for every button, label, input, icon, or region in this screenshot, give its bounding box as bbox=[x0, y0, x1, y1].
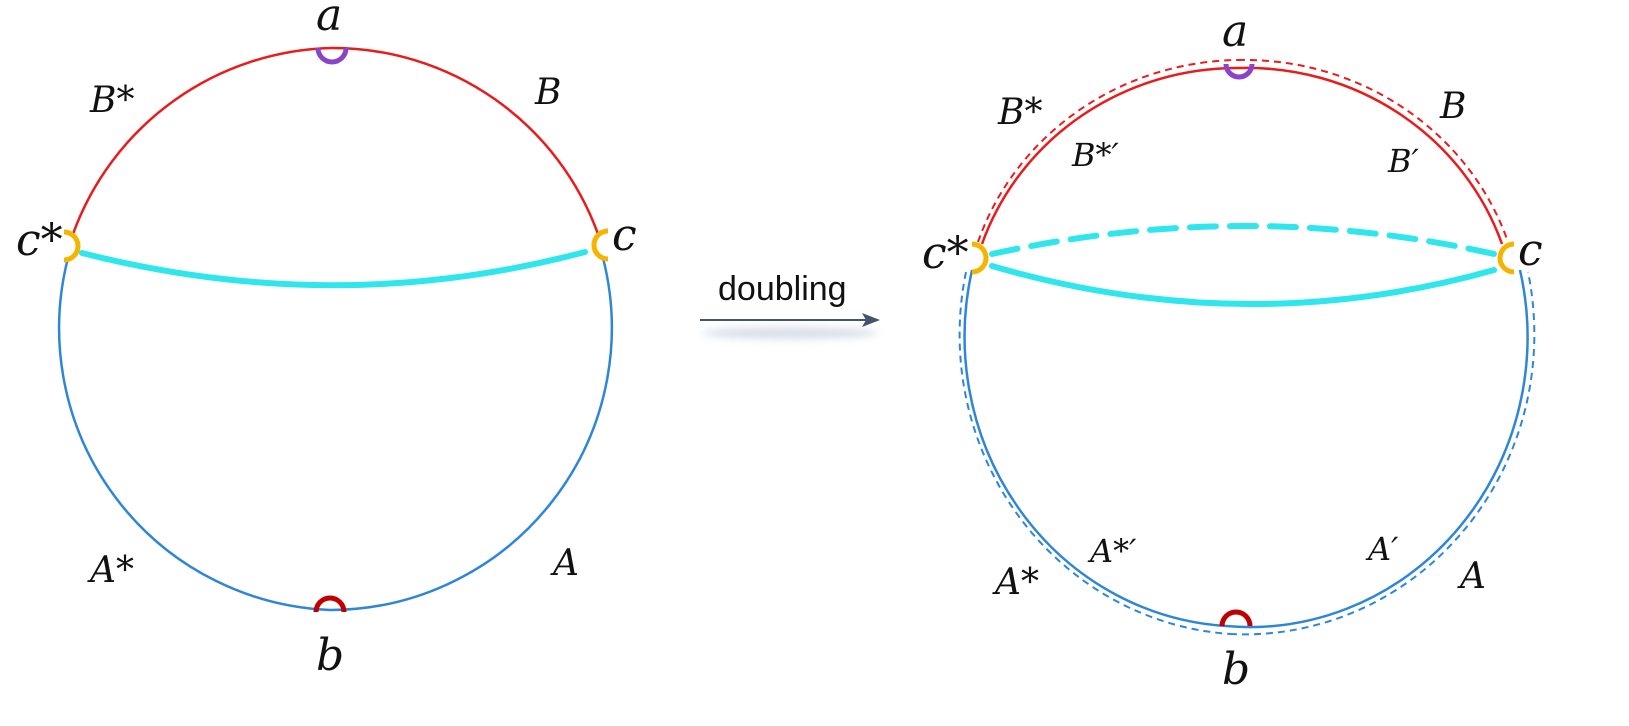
right-arc-B-star-prime bbox=[980, 66, 1241, 245]
right-label-a: a bbox=[1222, 6, 1248, 57]
left-label-c-star: c* bbox=[16, 215, 63, 266]
left-arc-A bbox=[329, 257, 614, 612]
right-label-A: A bbox=[1457, 556, 1486, 597]
doubling-arrow: doubling bbox=[700, 270, 880, 339]
left-arc-B bbox=[331, 46, 600, 235]
right-label-B-prime: B′ bbox=[1387, 142, 1420, 180]
right-label-c: c bbox=[1518, 225, 1543, 276]
left-label-B: B bbox=[534, 72, 561, 113]
right-node-c-marker bbox=[1497, 241, 1515, 275]
right-label-b: b bbox=[1222, 644, 1250, 695]
right-arc-B-prime bbox=[1239, 66, 1504, 245]
left-node-a-marker bbox=[315, 47, 349, 65]
left-label-a: a bbox=[316, 0, 342, 41]
right-arc-B-dashed bbox=[1237, 58, 1509, 243]
left-label-b: b bbox=[316, 630, 344, 681]
left-node-b-marker bbox=[313, 595, 347, 613]
left-diagram: a b c c* B B* A A* bbox=[16, 0, 637, 681]
right-node-a-marker bbox=[1223, 63, 1255, 80]
left-label-A-star: A* bbox=[87, 550, 134, 591]
right-diagram: a b c c* B B* B′ B*′ A A* A′ A*′ bbox=[922, 6, 1543, 695]
right-label-A-star-prime: A*′ bbox=[1087, 532, 1137, 570]
right-node-c-star-marker bbox=[971, 241, 989, 275]
right-arc-B-star-dashed bbox=[977, 59, 1239, 243]
arrow-label: doubling bbox=[718, 270, 847, 308]
right-node-b-marker bbox=[1219, 609, 1253, 627]
right-label-A-star: A* bbox=[992, 562, 1039, 603]
left-cyan-chord bbox=[79, 249, 588, 289]
left-node-c-star-marker bbox=[63, 229, 81, 263]
right-arc-A-star-dashed bbox=[958, 271, 1231, 635]
left-arc-A-star bbox=[57, 257, 331, 612]
right-arc-A-dashed bbox=[1229, 271, 1536, 636]
left-label-A: A bbox=[550, 543, 579, 584]
right-arc-A-prime bbox=[1225, 269, 1529, 629]
right-arc-A-star-prime bbox=[963, 269, 1227, 628]
right-label-B-star: B* bbox=[997, 92, 1042, 133]
right-cyan-chord-dashed bbox=[989, 223, 1497, 257]
left-arc-B-star bbox=[71, 46, 333, 235]
arrow-shadow bbox=[702, 327, 878, 339]
left-label-c: c bbox=[612, 210, 637, 261]
left-label-B-star: B* bbox=[89, 80, 134, 121]
right-label-A-prime: A′ bbox=[1365, 530, 1399, 568]
right-label-c-star: c* bbox=[922, 228, 969, 279]
right-label-B-star-prime: B*′ bbox=[1071, 136, 1120, 174]
arrow-head bbox=[862, 313, 880, 327]
right-cyan-chord bbox=[989, 263, 1497, 308]
right-label-B: B bbox=[1439, 86, 1466, 127]
left-node-c-marker bbox=[591, 228, 609, 262]
